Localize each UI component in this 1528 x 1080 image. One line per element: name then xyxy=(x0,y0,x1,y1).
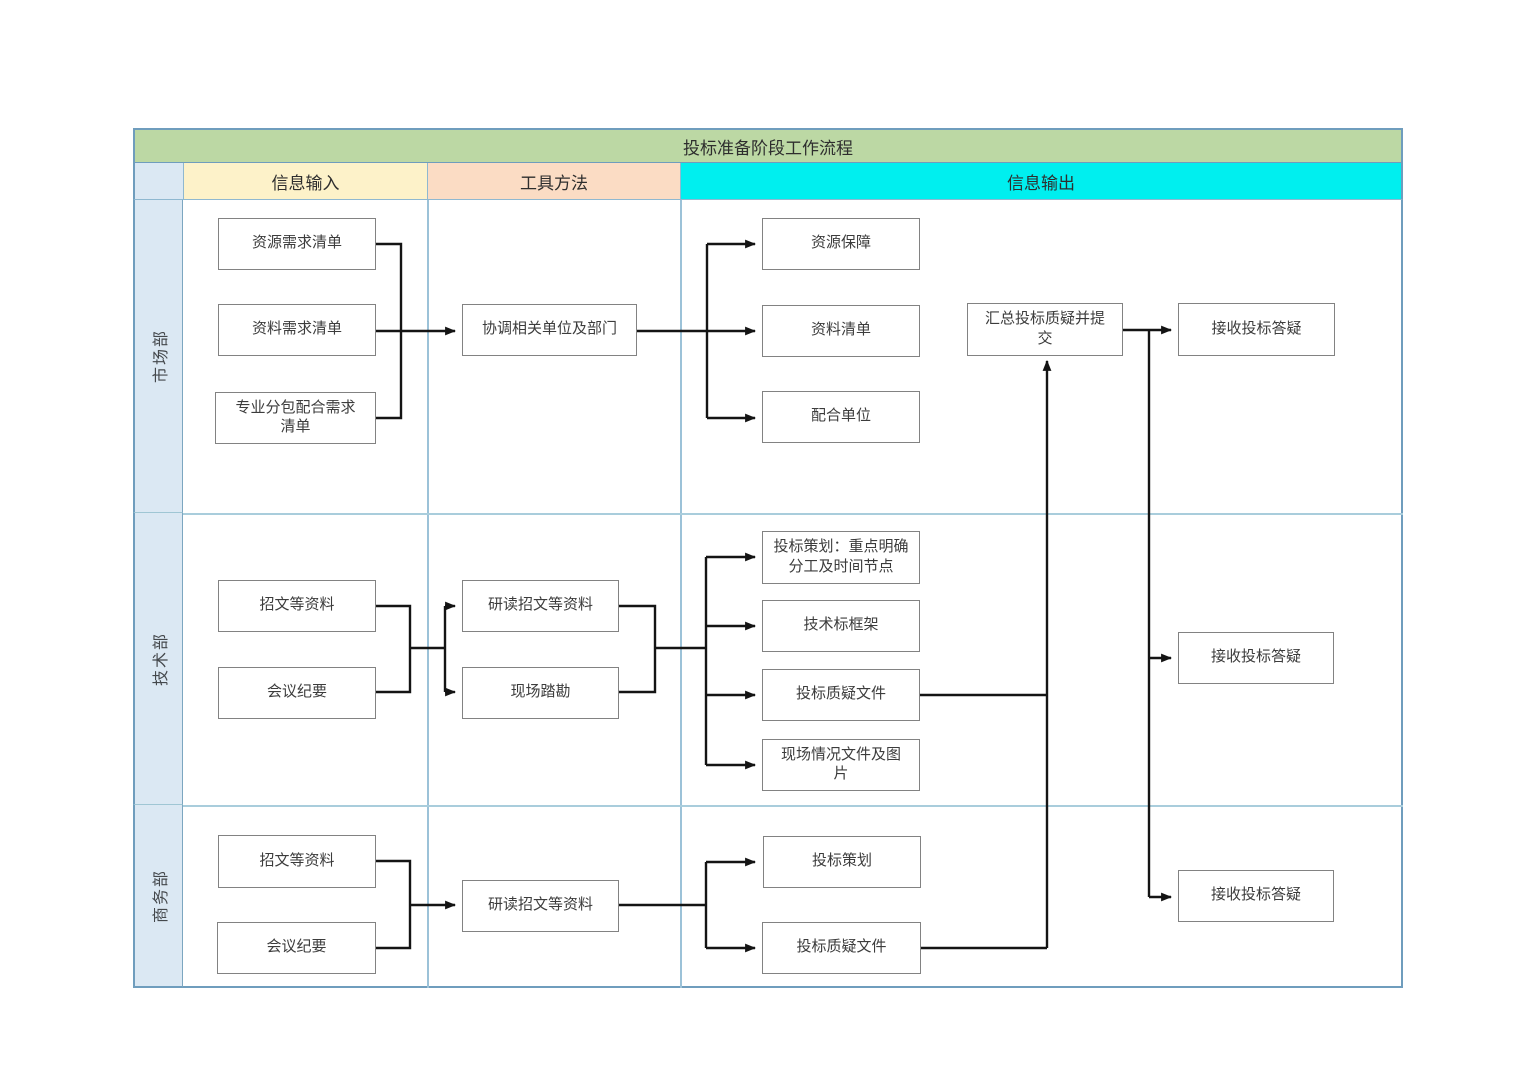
connector-line xyxy=(619,604,657,694)
node-receive-bid-answers-marketing: 接收投标答疑 xyxy=(1178,303,1335,356)
node-output-bid-planning: 投标策划 xyxy=(763,836,921,888)
node-tool-study-bid-docs-technical: 研读招文等资料 xyxy=(462,580,619,632)
node-tool-site-survey: 现场踏勘 xyxy=(462,667,619,719)
node-output-bid-planning-detail: 投标策划：重点明确分工及时间节点 xyxy=(762,531,920,584)
node-input-meeting-minutes-technical: 会议纪要 xyxy=(218,667,376,719)
node-tool-coordinate-units: 协调相关单位及部门 xyxy=(462,304,637,356)
node-output-cooperating-unit: 配合单位 xyxy=(762,391,920,443)
diagram-title: 投标准备阶段工作流程 xyxy=(133,128,1403,163)
node-input-meeting-minutes-commerce: 会议纪要 xyxy=(217,922,376,974)
node-output-bid-query-doc-commerce: 投标质疑文件 xyxy=(762,922,921,974)
lane-divider-2 xyxy=(183,805,1403,807)
connector-line xyxy=(376,604,412,694)
column-divider-tool xyxy=(427,200,429,988)
node-output-material-list: 资料清单 xyxy=(762,305,920,357)
node-input-material-list: 资料需求清单 xyxy=(218,304,376,356)
node-input-bid-docs-technical: 招文等资料 xyxy=(218,580,376,632)
node-output-site-condition-files: 现场情况文件及图片 xyxy=(762,739,920,791)
node-output-technical-bid-framework: 技术标框架 xyxy=(762,600,920,652)
connector-line xyxy=(376,859,412,950)
node-input-bid-docs-commerce: 招文等资料 xyxy=(218,835,376,888)
node-tool-study-bid-docs-commerce: 研读招文等资料 xyxy=(462,880,619,932)
node-summary-bid-queries: 汇总投标质疑并提交 xyxy=(967,303,1123,356)
lane-divider-1 xyxy=(183,513,1403,515)
column-divider-output xyxy=(680,200,682,988)
lane-label-commerce: 商务部 xyxy=(133,805,183,988)
node-input-subcontract-list: 专业分包配合需求清单 xyxy=(215,392,376,444)
lane-label-marketing: 市场部 xyxy=(133,200,183,513)
header-corner-cell xyxy=(133,163,183,200)
node-receive-bid-answers-technical: 接收投标答疑 xyxy=(1178,632,1334,684)
node-output-resource-guarantee: 资源保障 xyxy=(762,218,920,270)
header-tool-method: 工具方法 xyxy=(427,163,680,200)
node-output-bid-query-doc-technical: 投标质疑文件 xyxy=(762,669,920,721)
node-receive-bid-answers-commerce: 接收投标答疑 xyxy=(1178,870,1334,922)
header-info-input: 信息输入 xyxy=(183,163,427,200)
node-input-resource-list: 资源需求清单 xyxy=(218,218,376,270)
lane-label-technical: 技术部 xyxy=(133,513,183,805)
header-info-output: 信息输出 xyxy=(680,163,1403,200)
